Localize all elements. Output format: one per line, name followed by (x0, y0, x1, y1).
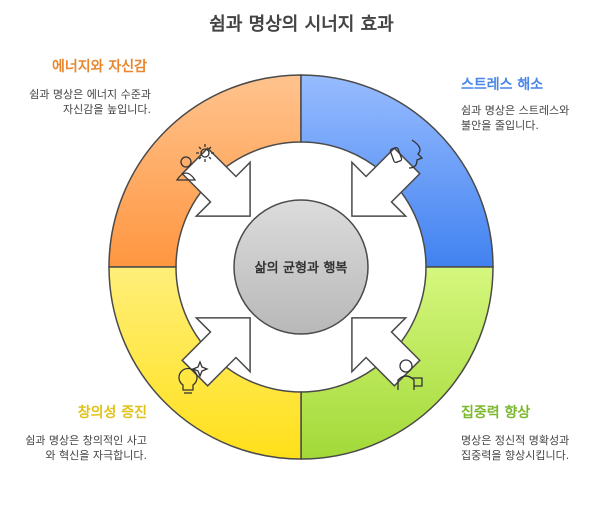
section-text-focus: 명상은 정신적 명확성과 집중력을 향상시킵니다. (461, 434, 570, 462)
inhaler-face-icon (389, 139, 424, 169)
center-label: 삶의 균형과 행복 (255, 260, 348, 276)
arrow-creativity (181, 317, 251, 387)
section-heading-creativity: 창의성 증진 (77, 405, 147, 421)
diagram-title: 쉼과 명상의 시너지 효과 (209, 14, 394, 35)
arrow-energy (181, 147, 251, 217)
arrow-stress (351, 147, 421, 217)
section-text-creativity: 쉼과 명상은 창의적인 사고와 혁신을 자극합니다. (25, 434, 147, 462)
person-sun-icon (175, 144, 214, 181)
section-text-energy: 쉼과 명상은 에너지 수준과 자신감을 높입니다. (29, 88, 151, 116)
arrow-focus (351, 317, 421, 387)
person-focus-icon (397, 359, 423, 390)
center-circle (233, 199, 369, 335)
lightbulb-sparkle-icon (178, 360, 209, 394)
section-heading-focus: 집중력 향상 (461, 405, 531, 421)
section-heading-energy: 에너지와 자신감 (51, 59, 147, 75)
section-heading-stress: 스트레스 해소 (461, 77, 544, 93)
section-text-stress: 쉼과 명상은 스트레스와 불안을 줄입니다. (461, 104, 570, 132)
